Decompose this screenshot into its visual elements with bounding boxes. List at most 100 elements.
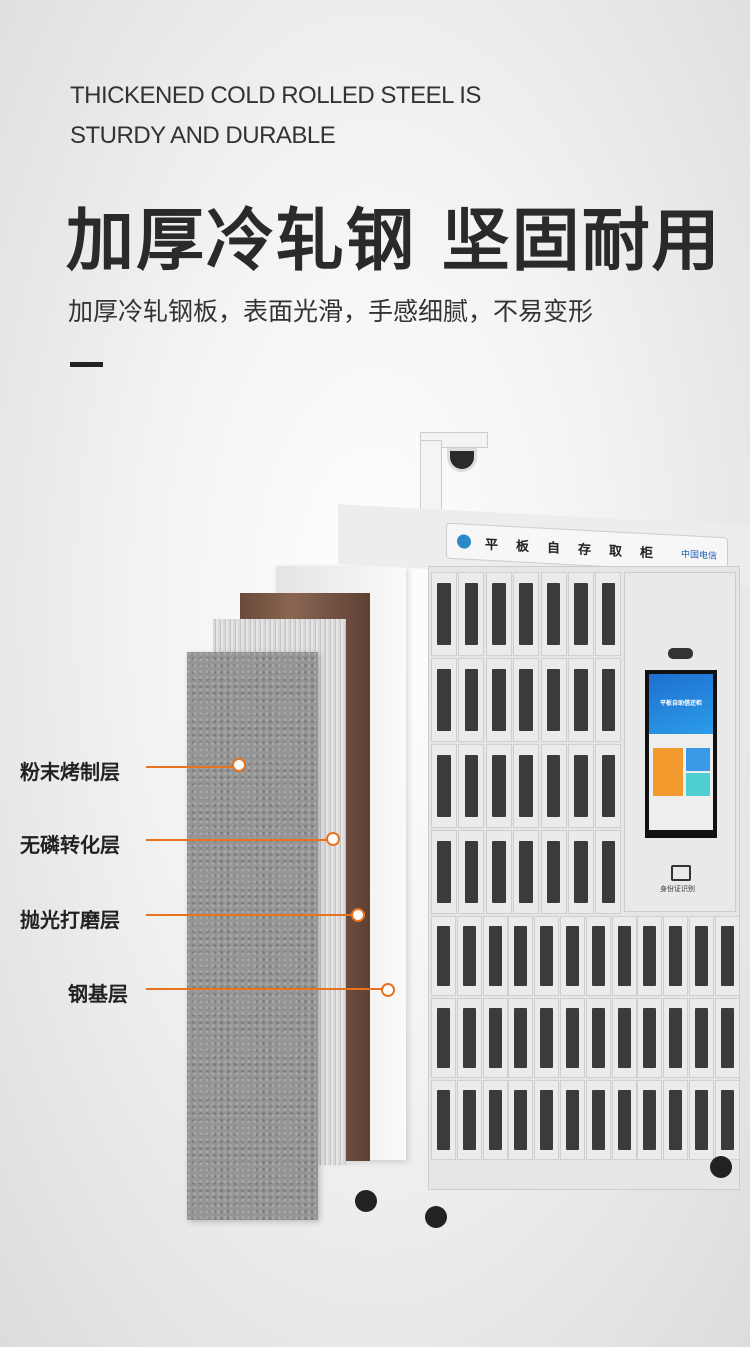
locker-door[interactable]: [663, 998, 689, 1078]
door-window: [574, 840, 588, 904]
locker-door[interactable]: [431, 998, 456, 1078]
layer-label-steel-base: 钢基层: [68, 982, 128, 1006]
door-window: [462, 1090, 476, 1150]
locker-door[interactable]: [714, 1080, 740, 1160]
locker-door[interactable]: [585, 1080, 611, 1160]
locker-door[interactable]: [485, 744, 512, 828]
locker-door[interactable]: [560, 998, 585, 1078]
locker-door[interactable]: [540, 744, 567, 828]
locker-door[interactable]: [513, 744, 540, 828]
locker-door[interactable]: [663, 916, 689, 996]
locker-door[interactable]: [637, 998, 663, 1078]
door-window: [464, 582, 479, 646]
locker-door[interactable]: [458, 572, 485, 656]
locker-door[interactable]: [485, 658, 512, 742]
camera-icon: [447, 448, 477, 472]
locker-door[interactable]: [456, 916, 482, 996]
door-window: [720, 1008, 734, 1068]
locker-door[interactable]: [585, 916, 611, 996]
door-window: [546, 582, 561, 646]
locker-door[interactable]: [595, 572, 622, 656]
locker-door[interactable]: [458, 744, 485, 828]
locker-door[interactable]: [611, 1080, 637, 1160]
return-tile[interactable]: [686, 748, 710, 771]
locker-door[interactable]: [689, 1080, 714, 1160]
locker-door[interactable]: [431, 830, 457, 914]
door-window: [488, 926, 502, 986]
locker-door[interactable]: [431, 744, 457, 828]
locker-door[interactable]: [540, 572, 567, 656]
locker-door[interactable]: [714, 998, 740, 1078]
locker-door[interactable]: [663, 1080, 689, 1160]
locker-door[interactable]: [568, 744, 594, 828]
locker-door[interactable]: [485, 572, 512, 656]
locker-door[interactable]: [568, 658, 594, 742]
locker-door[interactable]: [456, 1080, 482, 1160]
door-window: [488, 1090, 502, 1150]
locker-door[interactable]: [485, 830, 512, 914]
wheel: [710, 1156, 732, 1178]
locker-door[interactable]: [482, 998, 508, 1078]
english-headline-line1: THICKENED COLD ROLLED STEEL IS: [70, 82, 481, 109]
layer-label-conversion: 无磷转化层: [20, 833, 120, 857]
locker-door[interactable]: [568, 572, 594, 656]
touch-screen[interactable]: 平板自助借还柜: [645, 670, 717, 838]
door-window: [519, 754, 533, 818]
door-window: [437, 1090, 450, 1150]
admin-tile[interactable]: [686, 773, 710, 796]
door-window: [591, 926, 605, 986]
locker-door[interactable]: [508, 1080, 534, 1160]
locker-door[interactable]: [431, 572, 457, 656]
locker-door[interactable]: [513, 658, 540, 742]
locker-door[interactable]: [560, 916, 585, 996]
borrow-tile[interactable]: [653, 748, 683, 796]
locker-door[interactable]: [508, 998, 534, 1078]
locker-door[interactable]: [508, 916, 534, 996]
door-window: [492, 754, 506, 818]
locker-door[interactable]: [540, 830, 567, 914]
locker-door[interactable]: [568, 830, 594, 914]
callout-dot: [351, 908, 365, 922]
locker-door[interactable]: [456, 998, 482, 1078]
locker-door[interactable]: [482, 916, 508, 996]
locker-door[interactable]: [534, 916, 560, 996]
door-window: [519, 668, 533, 732]
door-window: [519, 840, 533, 904]
id-card-icon: [671, 865, 691, 881]
locker-door[interactable]: [637, 916, 663, 996]
door-window: [437, 754, 451, 818]
locker-door[interactable]: [560, 1080, 585, 1160]
locker-door[interactable]: [534, 1080, 560, 1160]
door-window: [546, 754, 561, 818]
locker-door[interactable]: [585, 998, 611, 1078]
locker-door[interactable]: [689, 916, 714, 996]
door-window: [601, 840, 616, 904]
locker-door[interactable]: [458, 830, 485, 914]
locker-door[interactable]: [689, 998, 714, 1078]
locker-door[interactable]: [714, 916, 740, 996]
locker-door[interactable]: [513, 830, 540, 914]
locker-door[interactable]: [513, 572, 540, 656]
locker-door[interactable]: [431, 658, 457, 742]
locker-door[interactable]: [431, 916, 456, 996]
door-window: [437, 1008, 450, 1068]
locker-door[interactable]: [611, 998, 637, 1078]
locker-door[interactable]: [534, 998, 560, 1078]
locker-door[interactable]: [482, 1080, 508, 1160]
door-window: [566, 926, 579, 986]
scanner-icon: [668, 648, 693, 659]
locker-door[interactable]: [637, 1080, 663, 1160]
door-window: [574, 582, 588, 646]
id-reader-label: 身份证识别: [660, 885, 695, 893]
locker-door[interactable]: [595, 744, 622, 828]
locker-door[interactable]: [540, 658, 567, 742]
locker-door[interactable]: [458, 658, 485, 742]
locker-door[interactable]: [611, 916, 637, 996]
locker-door[interactable]: [595, 658, 622, 742]
locker-door[interactable]: [595, 830, 622, 914]
door-window: [617, 926, 631, 986]
door-window: [462, 1008, 476, 1068]
locker-door[interactable]: [431, 1080, 456, 1160]
callout-dot: [326, 832, 340, 846]
callout-dot: [232, 758, 246, 772]
